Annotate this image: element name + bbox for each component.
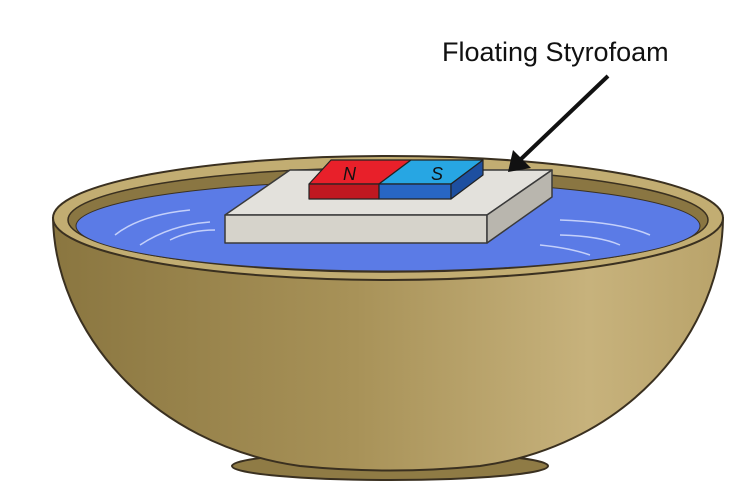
pointer-arrow <box>508 74 610 172</box>
magnet-north-label: N <box>343 164 357 184</box>
bar-magnet <box>308 159 484 200</box>
bowl-body <box>51 217 725 472</box>
styrofoam-label: Floating Styrofoam <box>442 37 669 67</box>
magnet-south-label: S <box>431 164 443 184</box>
water-ripples <box>114 209 651 256</box>
